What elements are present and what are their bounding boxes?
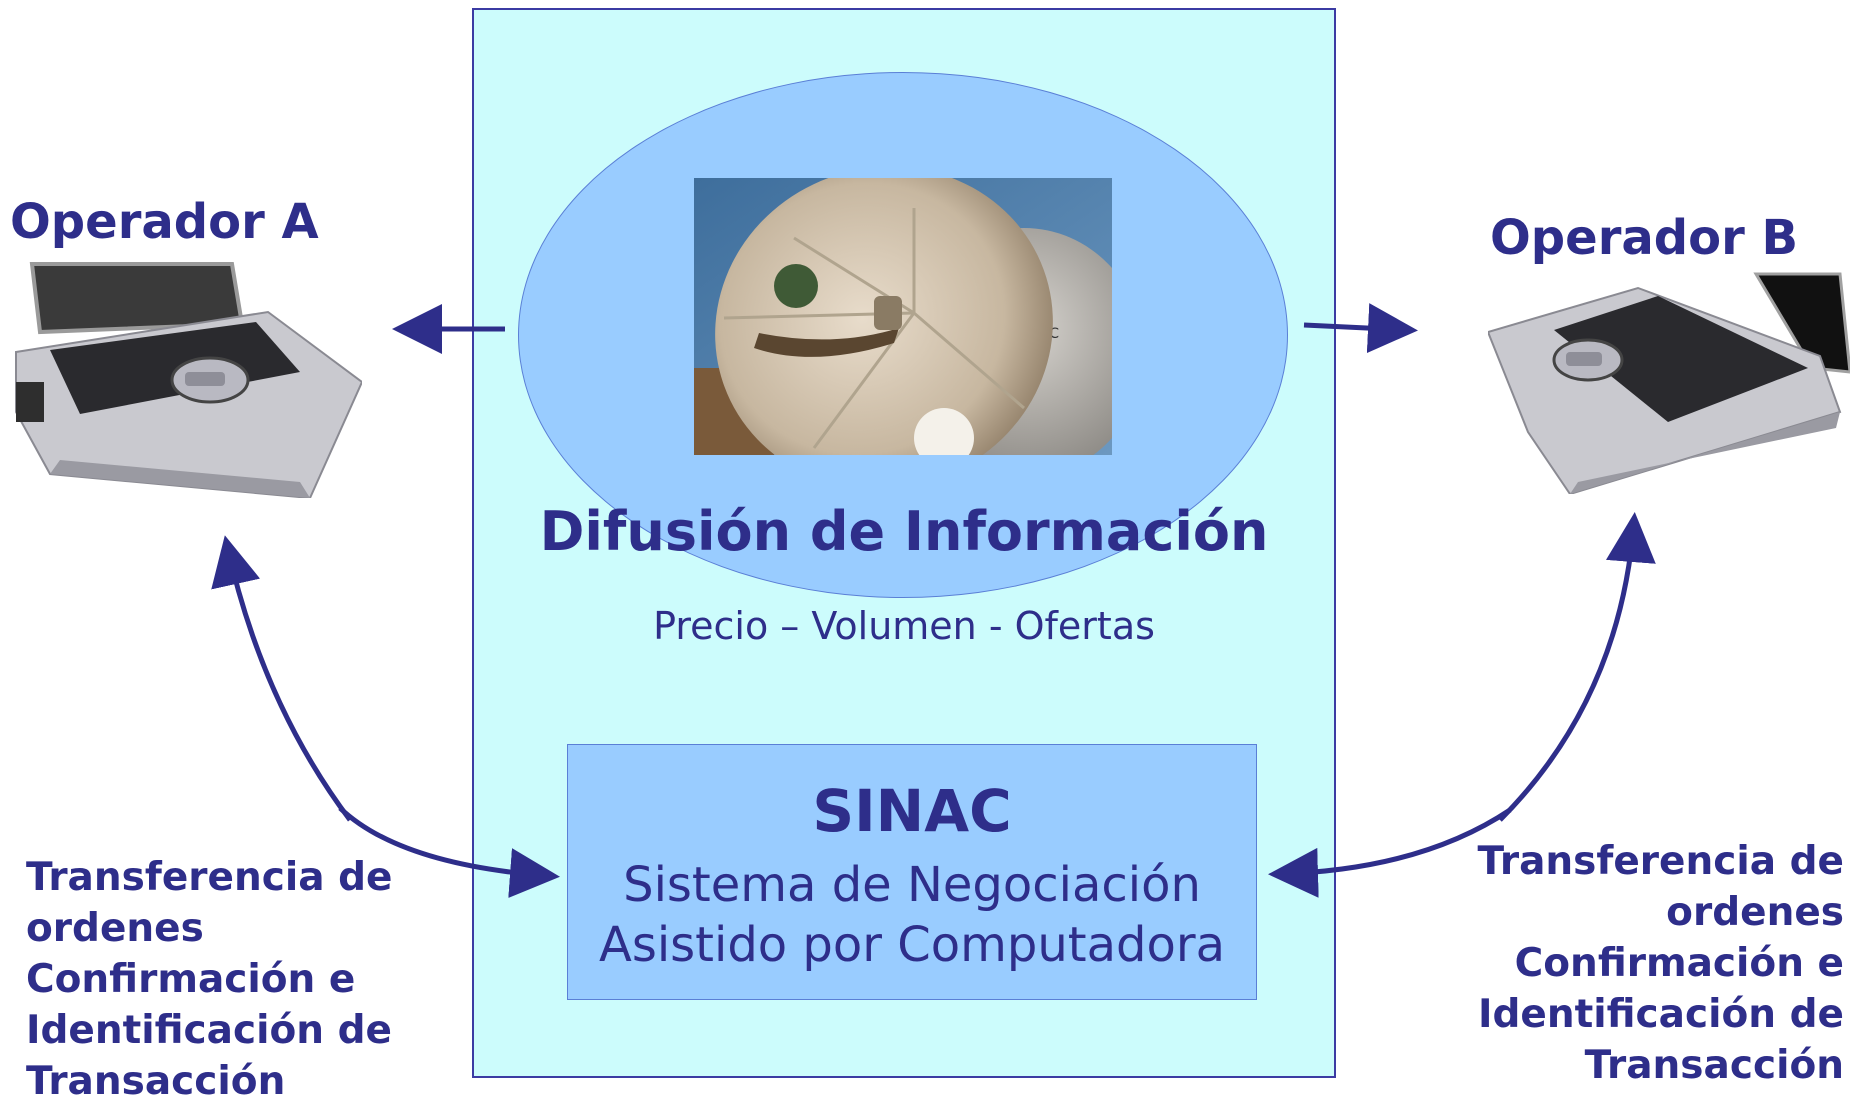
laptop-icon	[1486, 272, 1852, 496]
operator-b-transfer-text: Transferencia de ordenes Confirmación e …	[1470, 836, 1844, 1091]
transfer-line: ordenes	[26, 906, 204, 951]
arrow-a-sinac-top	[211, 535, 352, 822]
transfer-line: Confirmación e	[26, 957, 356, 1002]
arrow-b-sinac-top	[1498, 512, 1656, 822]
diagram-subtitle: Precio – Volumen - Ofertas	[653, 604, 1155, 648]
satellite-dish-photo: TELC	[694, 178, 1112, 455]
operator-a-label: Operador A	[10, 194, 319, 250]
transfer-line: Transacción	[1584, 1043, 1844, 1088]
transfer-line: Transferencia de	[1477, 839, 1844, 884]
arrow-b-sinac-bottom	[1268, 807, 1512, 898]
transfer-line: Transacción	[26, 1059, 286, 1104]
sinac-title: SINAC	[812, 777, 1012, 845]
transfer-line: Identificación de	[1478, 992, 1844, 1037]
sinac-line-1: Sistema de Negociación	[623, 857, 1201, 913]
operator-a-transfer-text: Transferencia de ordenes Confirmación e …	[26, 852, 392, 1107]
sinac-line-2: Asistido por Computadora	[598, 917, 1225, 973]
laptop-icon	[10, 262, 364, 500]
arrow-broadcast-to-b	[1303, 303, 1418, 354]
arrow-a-sinac-bottom	[338, 806, 560, 899]
transfer-line: ordenes	[1666, 890, 1844, 935]
operator-b-label: Operador B	[1490, 210, 1799, 266]
transfer-line: Identificación de	[26, 1008, 392, 1053]
transfer-line: Confirmación e	[1514, 941, 1844, 986]
diagram-title: Difusión de Información	[539, 500, 1269, 563]
transfer-line: Transferencia de	[26, 855, 393, 900]
sinac-box: SINAC Sistema de Negociación Asistido po…	[567, 744, 1257, 1000]
